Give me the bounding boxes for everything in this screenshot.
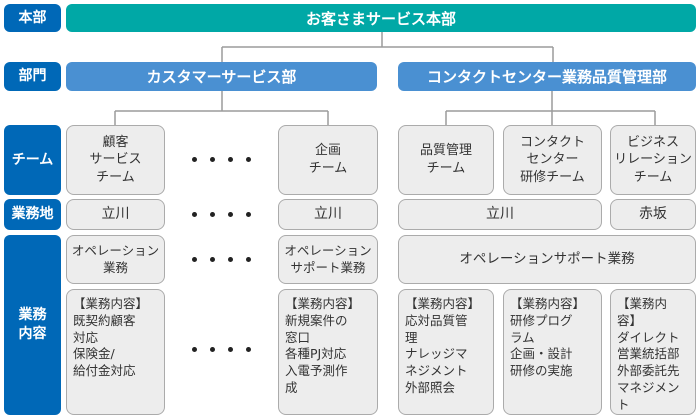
row-label-location: 業務地 <box>4 199 61 230</box>
team-box-customer-service: 顧客 サービス チーム <box>66 125 165 195</box>
content-box-existing-contracts: 【業務内容】 既契約顧客 対応 保険金/ 給付金対応 <box>66 289 165 415</box>
ellipsis-dots-content <box>192 347 251 352</box>
row-label-team: チーム <box>4 125 61 195</box>
content-box-new-projects: 【業務内容】 新規案件の 窓口 各種PJ対応 入電予測作 成 <box>278 289 378 415</box>
content-box-training-program: 【業務内容】 研修プログ ラム 企画・設計 研修の実施 <box>503 289 602 415</box>
headquarters-banner: お客さまサービス本部 <box>66 4 696 32</box>
ellipsis-dots-team <box>192 157 251 162</box>
ellipsis-dots-location <box>192 212 251 217</box>
row-label-headquarters: 本部 <box>4 4 61 32</box>
location-box-akasaka: 赤坂 <box>610 199 696 230</box>
department-banner-contact-center: コンタクトセンター業務品質管理部 <box>398 62 696 91</box>
content-box-outsourcing: 【業務内容】 ダイレクト 営業統括部 外部委託先 マネジメン ト <box>610 289 696 415</box>
department-banner-customer-service: カスタマーサービス部 <box>66 62 377 91</box>
row-label-department: 部門 <box>4 62 61 91</box>
team-box-planning: 企画 チーム <box>278 125 378 195</box>
operation-box-operation-support: オペレーション サポート業務 <box>278 235 378 284</box>
content-box-quality: 【業務内容】 応対品質管 理 ナレッジマ ネジメント 外部照会 <box>398 289 494 415</box>
location-box-tachikawa-2: 立川 <box>278 199 378 230</box>
operation-box-operation: オペレーション 業務 <box>66 235 165 284</box>
location-box-tachikawa-wide: 立川 <box>398 199 602 230</box>
row-label-content: 業務 内容 <box>4 235 61 415</box>
team-box-quality-management: 品質管理 チーム <box>398 125 494 195</box>
location-box-tachikawa-1: 立川 <box>66 199 165 230</box>
ellipsis-dots-operation <box>192 257 251 262</box>
operation-box-operation-support-wide: オペレーションサポート業務 <box>398 235 696 284</box>
team-box-training: コンタクト センター 研修チーム <box>503 125 602 195</box>
team-box-business-relations: ビジネス リレーション チーム <box>610 125 696 195</box>
